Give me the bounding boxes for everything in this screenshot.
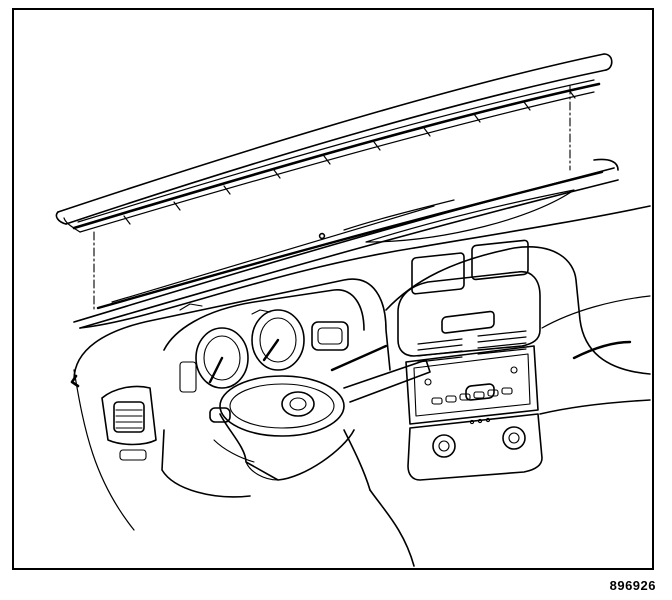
passenger-panel [386, 247, 650, 414]
lower-dash [162, 430, 414, 566]
figure-number: 896926 [609, 578, 656, 593]
dashboard-illustration [14, 10, 652, 568]
instrument-cluster [74, 279, 390, 392]
trim-pad [56, 54, 611, 232]
steering-wheel [210, 346, 430, 490]
radio-unit [406, 311, 538, 424]
dashboard-top [74, 159, 650, 328]
climate-controls [408, 384, 542, 480]
center-vents [398, 240, 540, 362]
illustration-frame [12, 8, 654, 570]
left-vent [72, 370, 156, 530]
alignment-lines [94, 86, 570, 312]
